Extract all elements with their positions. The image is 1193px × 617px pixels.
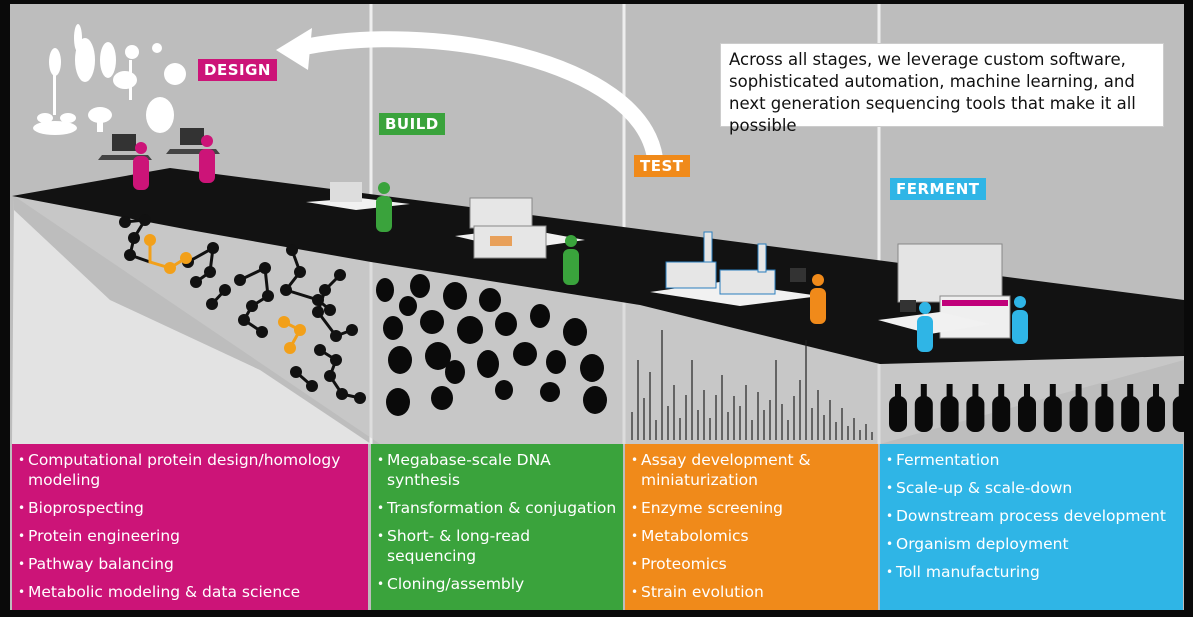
person-icon (810, 274, 826, 324)
molecule-chain-illustration (119, 214, 366, 404)
bottle-icon (1069, 396, 1088, 432)
design-capabilities-panel: Computational protein design/homology mo… (12, 444, 368, 610)
bottle-icon (1075, 384, 1082, 398)
test-capabilities-panel: Assay development & miniaturizationEnzym… (625, 444, 878, 610)
capability-item: Fermentation (886, 450, 1177, 470)
bottle-icon (1018, 396, 1036, 432)
capability-item: Assay development & miniaturization (631, 450, 872, 490)
bottle-icon (966, 396, 985, 432)
capability-item: Metabolomics (631, 526, 872, 546)
bioreactor-icon (878, 243, 1011, 339)
capability-item: Enzyme screening (631, 498, 872, 518)
ferment-capability-list: FermentationScale-up & scale-downDownstr… (886, 450, 1177, 582)
person-icon (133, 135, 215, 190)
bottle-icon (1101, 384, 1108, 398)
bottle-icon (946, 384, 953, 398)
stage-label-build: BUILD (379, 113, 445, 135)
capability-item: Cloning/assembly (377, 574, 617, 594)
bottle-icon (1127, 384, 1134, 398)
cell-illustration (376, 274, 607, 416)
capability-item: Proteomics (631, 554, 872, 574)
capability-item: Short- & long-read sequencing (377, 526, 617, 566)
capability-item: Pathway balancing (18, 554, 362, 574)
bottle-icon (1024, 384, 1030, 398)
bottle-icon (914, 396, 933, 432)
spectrum-illustration (631, 330, 873, 440)
stage-label-design: DESIGN (198, 59, 277, 81)
lab-instrument-icon (650, 231, 820, 306)
bottle-icon (1153, 384, 1159, 398)
bottle-icon (1147, 396, 1165, 432)
person-icon (917, 296, 1028, 352)
capability-item: Downstream process development (886, 506, 1177, 526)
callout-box: Across all stages, we leverage custom so… (720, 43, 1164, 135)
bottle-icon (889, 396, 907, 432)
test-capability-list: Assay development & miniaturizationEnzym… (631, 450, 872, 602)
cycle-arrow-icon (276, 28, 312, 70)
design-capability-list: Computational protein design/homology mo… (18, 450, 362, 602)
build-capabilities-panel: Megabase-scale DNA synthesisTransformati… (371, 444, 623, 610)
bottle-icon (1121, 396, 1140, 432)
bottle-icon (998, 384, 1005, 398)
bottle-icon (972, 384, 979, 398)
bottle-icon (920, 384, 927, 398)
bottle-icon (992, 396, 1011, 432)
stage-label-ferment: FERMENT (890, 178, 986, 200)
bottle-icon (1043, 396, 1062, 432)
perspective-wedge (12, 196, 371, 444)
bottle-icon (940, 396, 959, 432)
person-icon (376, 182, 579, 285)
bottle-icon (1178, 384, 1185, 398)
capability-item: Strain evolution (631, 582, 872, 602)
stage-label-test: TEST (634, 155, 690, 177)
bottle-icon (1172, 396, 1191, 432)
capability-item: Scale-up & scale-down (886, 478, 1177, 498)
cycle-arrow-icon (298, 31, 663, 160)
capability-item: Toll manufacturing (886, 562, 1177, 582)
capability-item: Computational protein design/homology mo… (18, 450, 362, 490)
capability-item: Metabolic modeling & data science (18, 582, 362, 602)
capability-item: Megabase-scale DNA synthesis (377, 450, 617, 490)
build-capability-list: Megabase-scale DNA synthesisTransformati… (377, 450, 617, 594)
bottle-icon (895, 384, 901, 398)
capability-item: Organism deployment (886, 534, 1177, 554)
bottle-icon (1049, 384, 1056, 398)
capability-item: Bioprospecting (18, 498, 362, 518)
bottle-icon (1095, 396, 1114, 432)
capability-item: Protein engineering (18, 526, 362, 546)
ferment-capabilities-panel: FermentationScale-up & scale-downDownstr… (880, 444, 1183, 610)
plant-icon (33, 24, 186, 135)
bottle-row (889, 384, 1191, 432)
pipeline-platform (12, 168, 1184, 364)
capability-item: Transformation & conjugation (377, 498, 617, 518)
